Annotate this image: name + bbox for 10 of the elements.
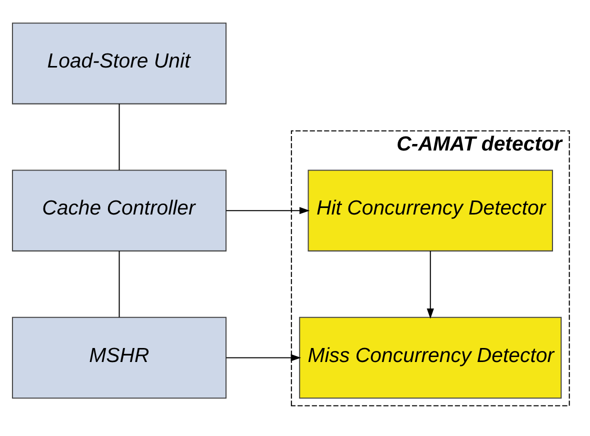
connector: [118, 250, 120, 317]
connector: [118, 103, 120, 170]
node-box: Cache Controller: [12, 169, 227, 251]
node-box: Miss Concurrency Detector: [299, 316, 562, 398]
node-box: MSHR: [12, 316, 227, 398]
arrow: [226, 354, 302, 361]
arrow: [426, 250, 434, 318]
node-box: Load-Store Unit: [12, 22, 227, 104]
arrow: [226, 206, 310, 214]
node-box: Hit Concurrency Detector: [308, 169, 553, 251]
